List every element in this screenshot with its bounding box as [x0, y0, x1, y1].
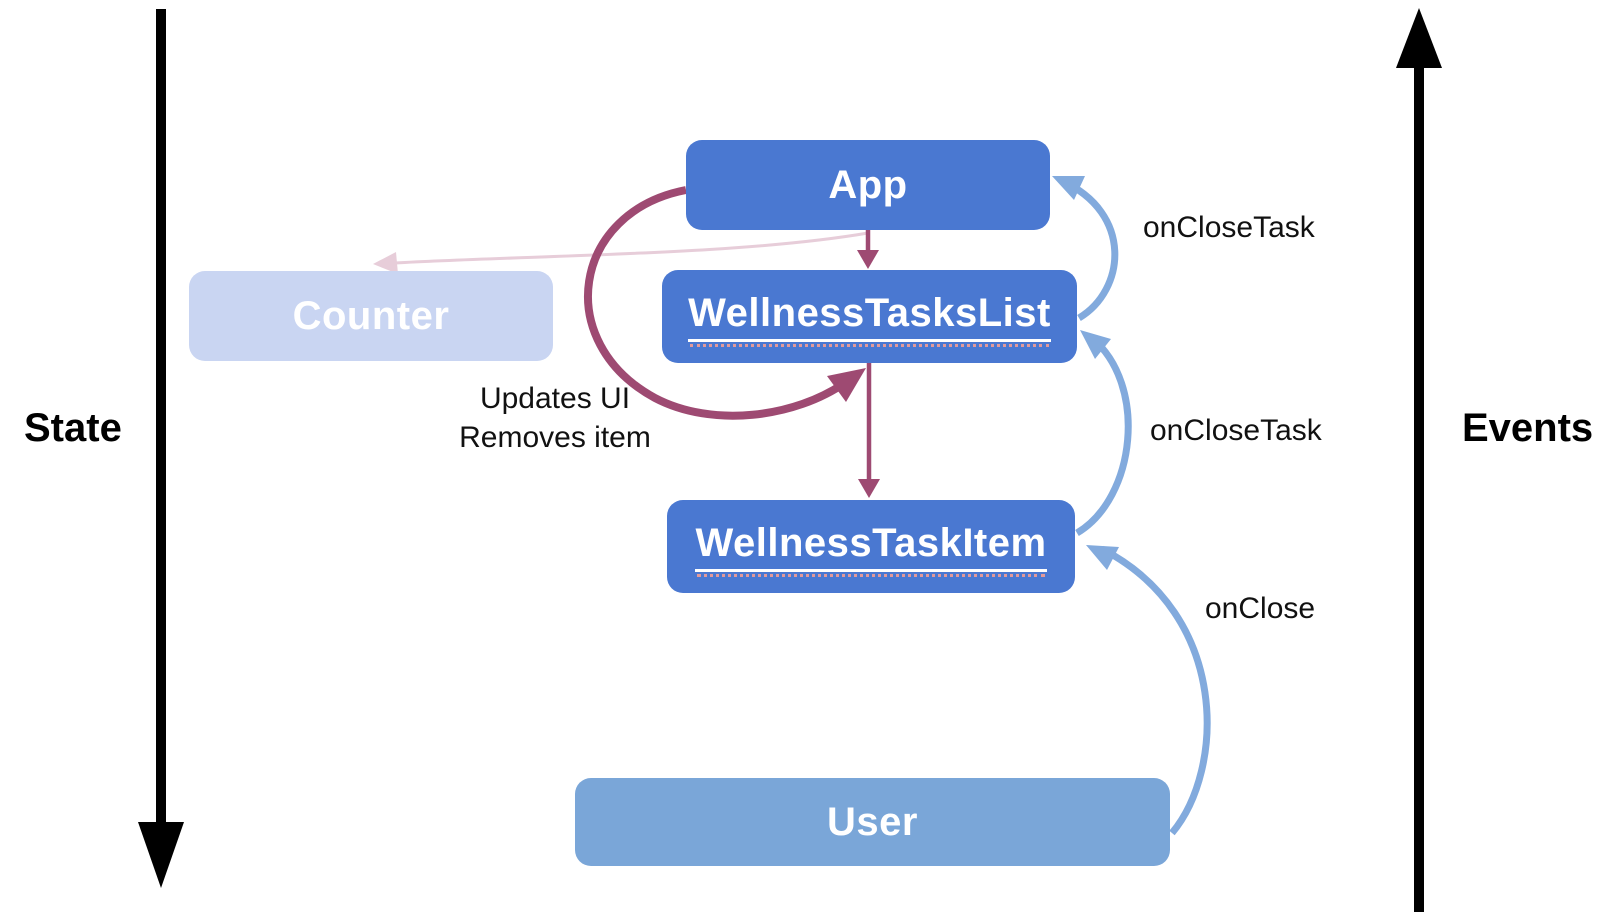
- node-wellness-tasks-list-label: WellnessTasksList: [688, 291, 1051, 347]
- state-axis-arrowhead-down-icon: [138, 822, 184, 888]
- update-loop-note-line1: Updates UI: [479, 382, 631, 415]
- events-axis-label: Events: [1462, 406, 1594, 450]
- user-to-item-event-arc-shaft: [1100, 545, 1211, 836]
- app-to-list-arrowhead-icon: [857, 250, 879, 269]
- list-to-item-arrowhead-icon: [858, 479, 880, 498]
- item-to-list-event-arrowhead-icon: [1080, 330, 1111, 359]
- list-to-app-event-arc-shaft: [1060, 177, 1119, 322]
- node-wellness-task-item: WellnessTaskItem: [667, 500, 1075, 593]
- app-to-counter-arrowhead-icon: [373, 252, 398, 274]
- node-user-label: User: [827, 799, 918, 844]
- app-update-loop-arrowhead-icon: [827, 368, 866, 402]
- item-to-list-event-arc-shaft: [1075, 335, 1132, 537]
- edge-label-onclosetask-mid: onCloseTask: [1150, 414, 1322, 447]
- update-loop-note-line2: Removes item: [459, 421, 651, 454]
- user-to-item-event-arrowhead-icon: [1086, 545, 1119, 570]
- node-wellness-tasks-list: WellnessTasksList: [662, 270, 1077, 363]
- node-counter-label: Counter: [292, 293, 450, 338]
- node-counter: Counter: [189, 271, 553, 361]
- node-wellness-task-item-label: WellnessTaskItem: [695, 521, 1047, 577]
- app-to-counter-arrow-shaft: [394, 231, 869, 265]
- state-axis-label: State: [24, 406, 122, 450]
- app-update-loop-arrow-shaft: [584, 186, 849, 420]
- edge-label-onclosetask-top: onCloseTask: [1143, 211, 1315, 244]
- update-loop-note: Updates UI Removes item: [437, 379, 673, 457]
- events-axis-arrowhead-up-icon: [1396, 8, 1442, 68]
- node-app-label: App: [828, 162, 908, 207]
- edge-label-onclose: onClose: [1205, 592, 1316, 625]
- list-to-app-event-arrowhead-icon: [1052, 176, 1085, 200]
- node-app: App: [686, 140, 1050, 230]
- node-user: User: [575, 778, 1170, 866]
